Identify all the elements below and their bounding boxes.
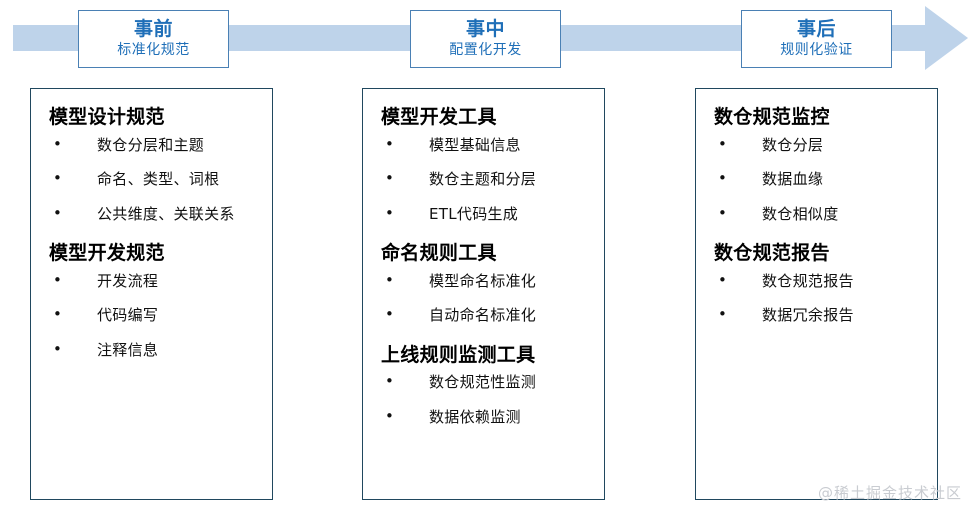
phase-subtitle: 标准化规范: [117, 42, 190, 59]
bullet-list: 数仓分层和主题 命名、类型、词根 公共维度、关联关系: [41, 135, 262, 225]
content-panel-before: 模型设计规范 数仓分层和主题 命名、类型、词根 公共维度、关联关系 模型开发规范…: [30, 88, 273, 500]
phase-header-during[interactable]: 事中 配置化开发: [410, 10, 561, 68]
list-item: 数仓相似度: [706, 204, 927, 225]
phase-header-before[interactable]: 事前 标准化规范: [78, 10, 229, 68]
phase-subtitle: 配置化开发: [449, 42, 522, 59]
content-panel-during: 模型开发工具 模型基础信息 数仓主题和分层 ETL代码生成 命名规则工具 模型命…: [362, 88, 605, 500]
list-item: 数据血缘: [706, 169, 927, 190]
list-item: 模型命名标准化: [373, 271, 594, 292]
list-item: 数仓分层: [706, 135, 927, 156]
group-title: 模型开发工具: [381, 106, 497, 128]
phase-subtitle: 规则化验证: [780, 42, 853, 59]
bullet-list: 数仓规范报告 数据冗余报告: [706, 271, 927, 326]
group-title: 数仓规范监控: [714, 106, 830, 128]
list-item: 自动命名标准化: [373, 305, 594, 326]
list-item: 数仓主题和分层: [373, 169, 594, 190]
list-item: 代码编写: [41, 305, 262, 326]
group-title: 上线规则监测工具: [381, 343, 536, 366]
bullet-list: 模型命名标准化 自动命名标准化: [373, 271, 594, 326]
bullet-list: 数仓分层 数据血缘 数仓相似度: [706, 135, 927, 225]
list-item: 注释信息: [41, 340, 262, 361]
group: 数仓规范监控 数仓分层 数据血缘 数仓相似度: [706, 103, 927, 224]
group: 数仓规范报告 数仓规范报告 数据冗余报告: [706, 239, 927, 326]
list-item: 命名、类型、词根: [41, 169, 262, 190]
bullet-list: 模型基础信息 数仓主题和分层 ETL代码生成: [373, 135, 594, 225]
watermark: @稀土掘金技术社区: [817, 484, 962, 502]
phase-title: 事前: [133, 17, 173, 40]
group-title: 数仓规范报告: [714, 242, 830, 264]
list-item: 开发流程: [41, 271, 262, 292]
phase-header-after[interactable]: 事后 规则化验证: [741, 10, 892, 68]
phase-title: 事中: [465, 17, 505, 40]
list-item: 模型基础信息: [373, 135, 594, 156]
list-item: ETL代码生成: [373, 204, 594, 225]
group-title: 模型开发规范: [49, 242, 165, 264]
phase-title: 事后: [796, 17, 836, 40]
list-item: 数仓分层和主题: [41, 135, 262, 156]
content-panel-after: 数仓规范监控 数仓分层 数据血缘 数仓相似度 数仓规范报告 数仓规范报告 数据冗…: [695, 88, 938, 500]
list-item: 数仓规范报告: [706, 271, 927, 292]
bullet-list: 数仓规范性监测 数据依赖监测: [373, 372, 594, 428]
list-item: 数仓规范性监测: [373, 372, 594, 393]
group-title: 命名规则工具: [381, 242, 497, 264]
list-item: 数据冗余报告: [706, 305, 927, 326]
group: 上线规则监测工具 数仓规范性监测 数据依赖监测: [373, 341, 594, 428]
group: 模型设计规范 数仓分层和主题 命名、类型、词根 公共维度、关联关系: [41, 103, 262, 224]
list-item: 公共维度、关联关系: [41, 204, 262, 225]
group: 命名规则工具 模型命名标准化 自动命名标准化: [373, 239, 594, 326]
list-item: 数据依赖监测: [373, 407, 594, 428]
group: 模型开发工具 模型基础信息 数仓主题和分层 ETL代码生成: [373, 103, 594, 224]
group-title: 模型设计规范: [49, 106, 165, 128]
group: 模型开发规范 开发流程 代码编写 注释信息: [41, 239, 262, 360]
bullet-list: 开发流程 代码编写 注释信息: [41, 271, 262, 361]
